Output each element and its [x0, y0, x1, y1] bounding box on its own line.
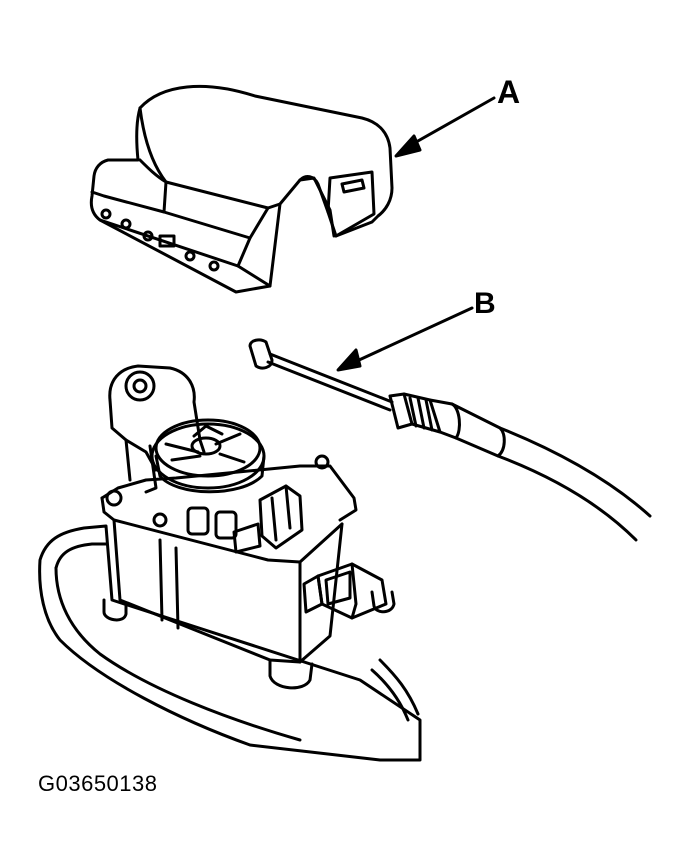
- rod-part-b: [250, 340, 650, 540]
- callout-label-b: B: [474, 287, 496, 320]
- leader-arrow-a: [396, 98, 494, 156]
- callout-label-a: A: [497, 74, 521, 110]
- figure-code: G03650138: [38, 771, 158, 796]
- actuator-body: [40, 366, 420, 760]
- base-plate: [40, 526, 420, 760]
- cover-part-a: [91, 86, 392, 292]
- leader-arrow-b: [338, 308, 472, 370]
- wire-harness: [372, 660, 418, 720]
